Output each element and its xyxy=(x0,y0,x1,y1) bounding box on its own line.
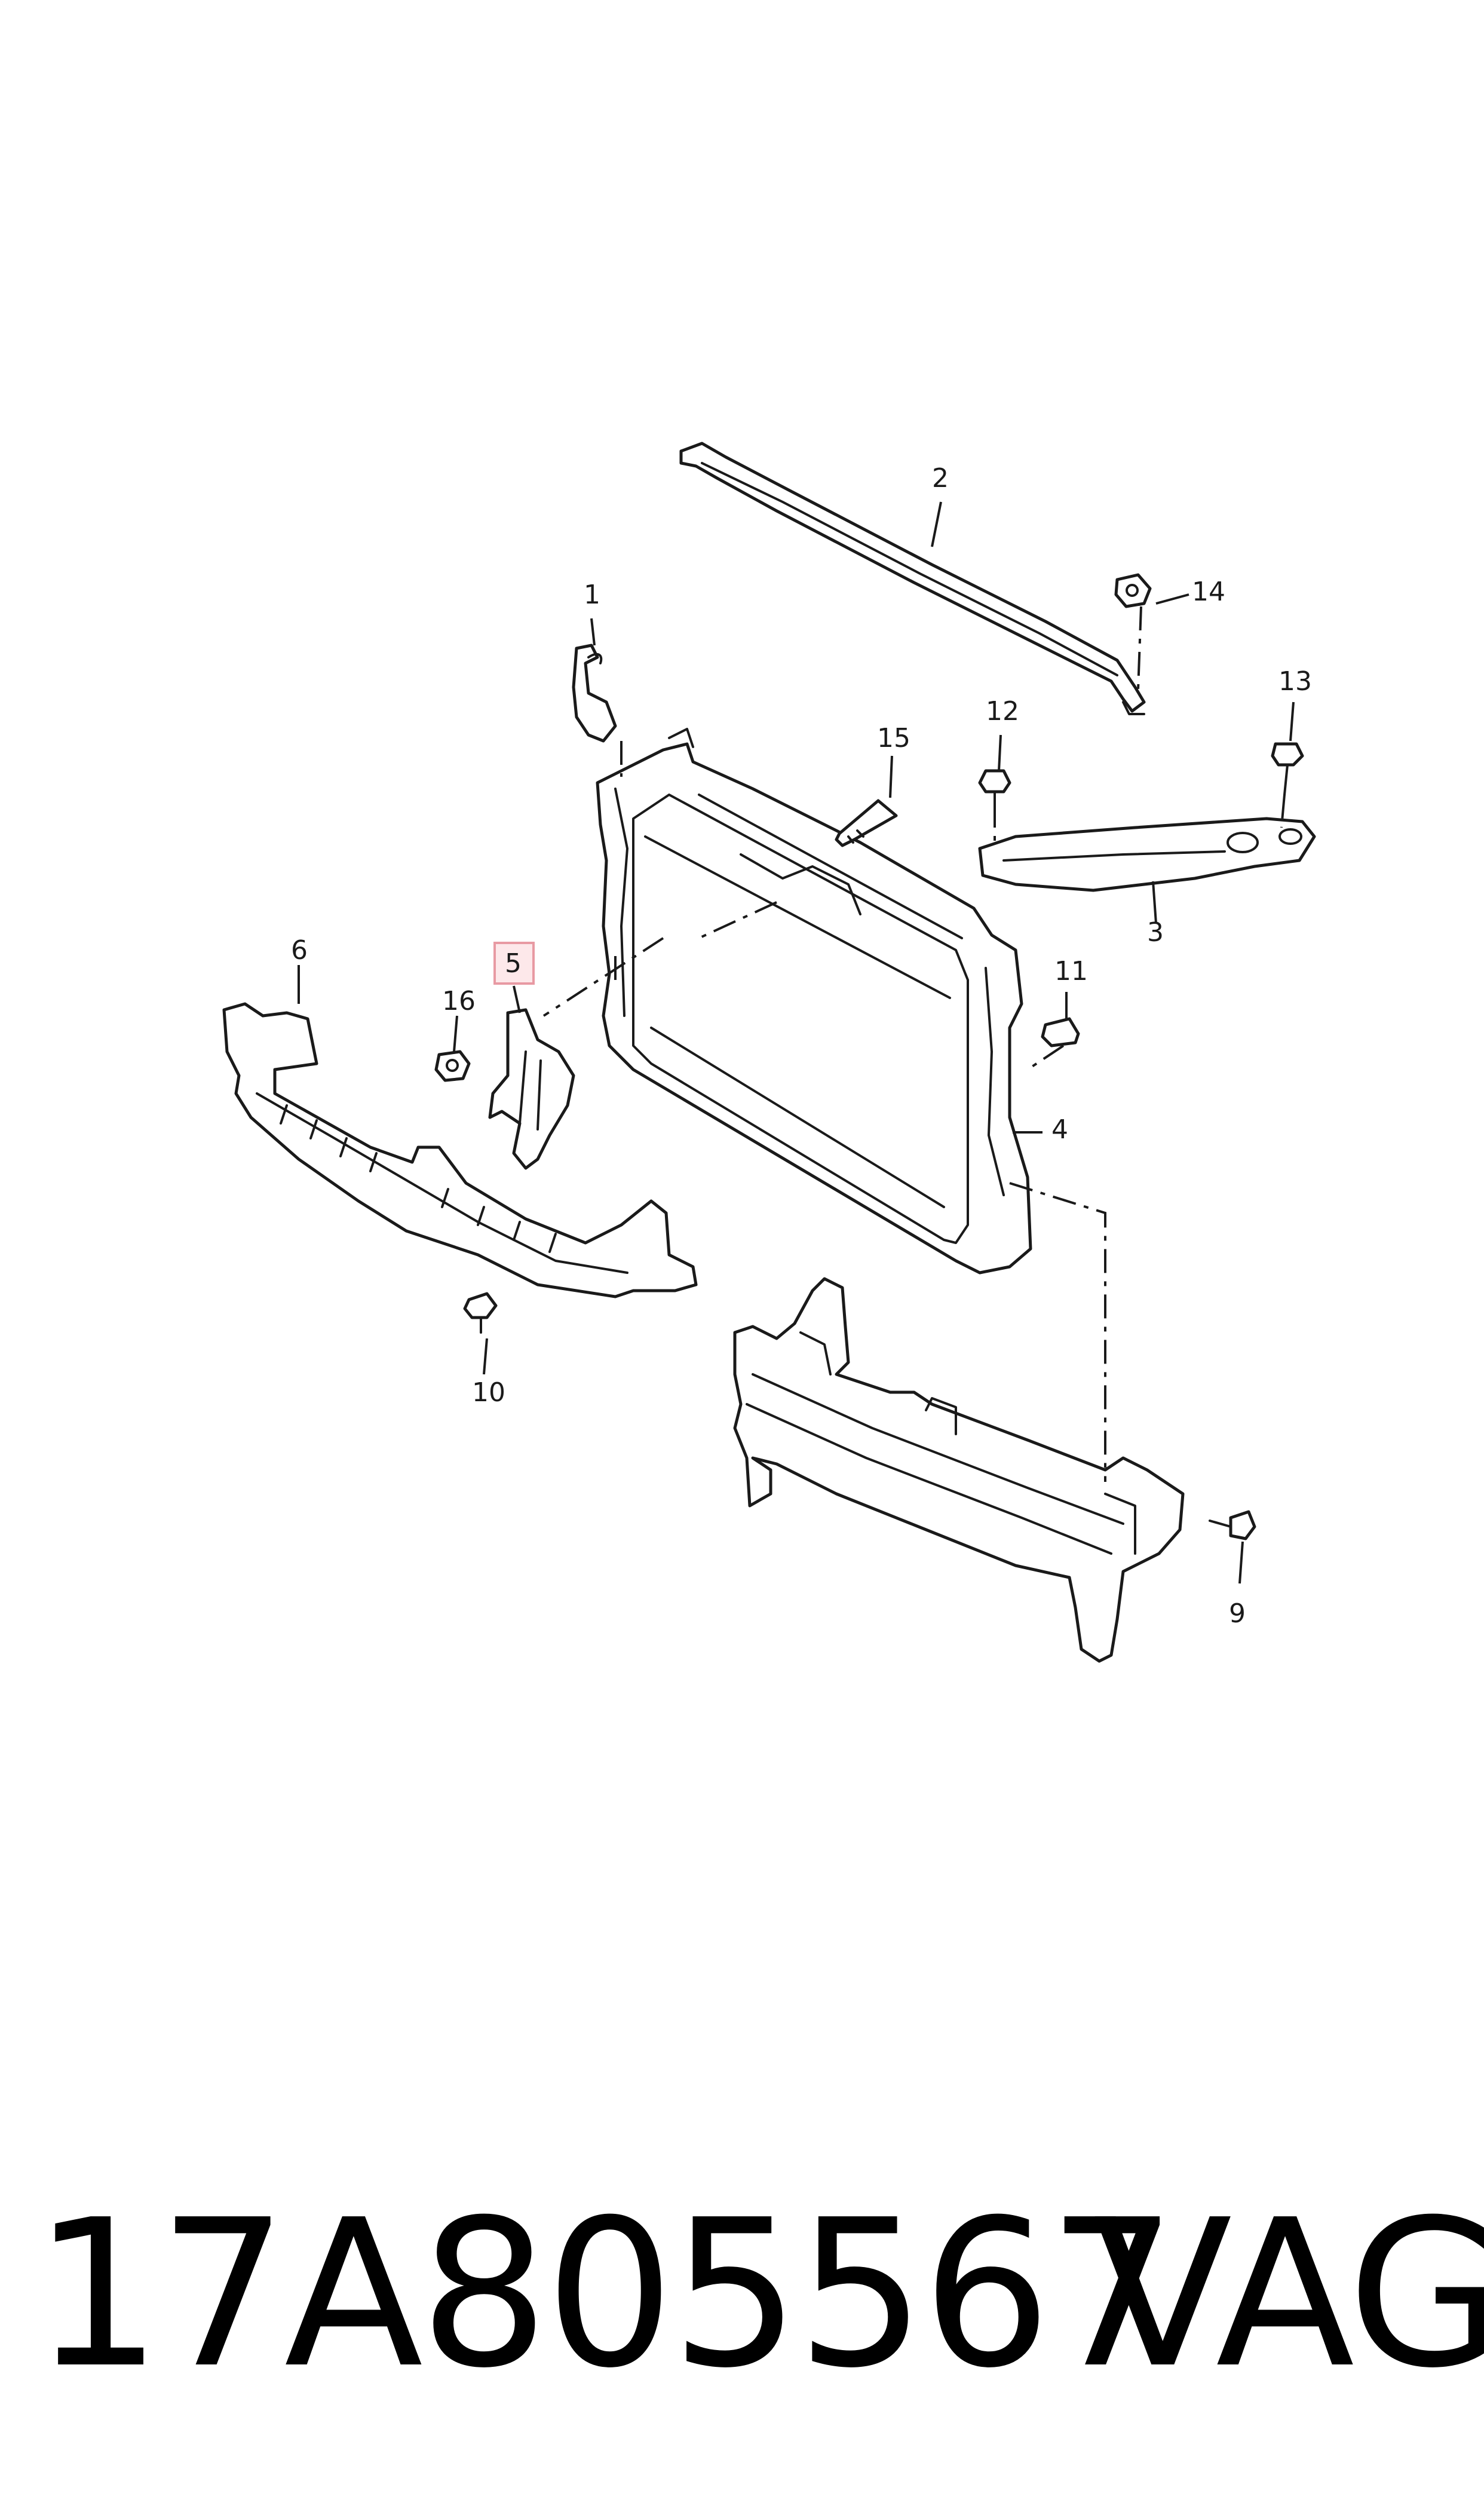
callout-3: 3 xyxy=(1147,917,1164,948)
part-5-bracket xyxy=(488,1008,575,1170)
callout-4: 4 xyxy=(1051,1114,1068,1145)
part-6-air-guide xyxy=(222,1002,698,1298)
callout-1: 1 xyxy=(584,580,600,610)
callouts: 1 2 3 4 5 6 9 10 11 12 13 14 15 16 xyxy=(291,463,1312,1629)
part-1-latch-bracket xyxy=(572,644,617,743)
callout-10: 10 xyxy=(472,1377,505,1408)
part-14-nut xyxy=(1114,573,1152,608)
part-9-screw xyxy=(1209,1510,1256,1540)
brand-label: VAG xyxy=(1093,2176,1484,2413)
callout-13: 13 xyxy=(1278,666,1312,697)
part-3-right-bracket xyxy=(978,817,1316,892)
part-15-bolt xyxy=(835,799,898,847)
callout-12: 12 xyxy=(986,696,1019,727)
bumper-reinforcement xyxy=(733,1277,1185,1663)
callout-9: 9 xyxy=(1229,1598,1246,1629)
part-11-clip-nut xyxy=(1041,1017,1080,1047)
footer: 17A805567 VAG xyxy=(0,2175,1484,2426)
callout-15: 15 xyxy=(877,723,910,753)
part-number: 17A805567 xyxy=(33,2176,1177,2413)
callout-11: 11 xyxy=(1054,956,1088,987)
callout-16: 16 xyxy=(442,986,476,1016)
callout-5-highlight xyxy=(493,942,535,985)
assembly-lines xyxy=(542,606,1286,1482)
part-10-screw xyxy=(463,1292,498,1334)
part-16-nut xyxy=(434,1050,471,1082)
leader-lines xyxy=(298,501,1295,1584)
callout-5: 5 xyxy=(505,948,522,979)
part-4-front-end-carrier xyxy=(596,728,1032,1275)
callout-14: 14 xyxy=(1192,577,1225,607)
part-2-upper-cross-member xyxy=(679,442,1146,715)
part-12-screw xyxy=(978,769,1011,805)
callout-2: 2 xyxy=(932,463,949,494)
part-13-screw xyxy=(1271,742,1304,796)
callout-6: 6 xyxy=(291,935,308,966)
